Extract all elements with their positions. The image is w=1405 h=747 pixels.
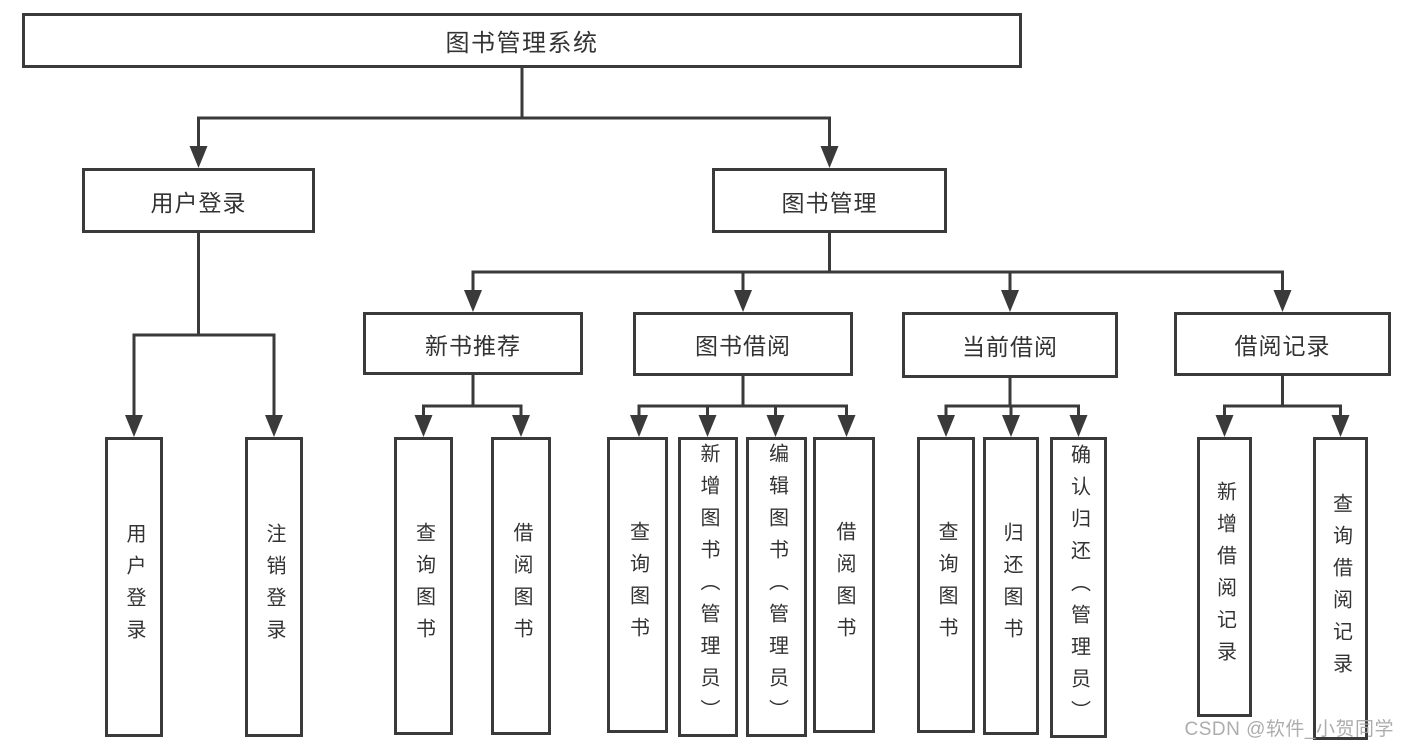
connector-root xyxy=(189,64,839,168)
arrow-borrow-edit xyxy=(766,415,785,437)
connector-book-management xyxy=(464,231,1292,312)
leaf-current-confirm-return-admin-label: 确认归还（管理员） xyxy=(1067,443,1090,732)
connector-borrowing-records xyxy=(1215,374,1350,437)
leaf-borrow-query-books: 查询图书 xyxy=(607,437,668,733)
leaf-newbook-query-books-label: 查询图书 xyxy=(412,522,435,650)
leaf-current-return-books: 归还图书 xyxy=(983,437,1039,735)
leaf-logout: 注销登录 xyxy=(245,437,303,737)
node-borrowing-records: 借阅记录 xyxy=(1174,312,1391,376)
arrow-borrow-borrow xyxy=(837,415,856,437)
arrow-to-borrowing-records xyxy=(1273,290,1292,312)
leaf-borrow-edit-books-admin: 编辑图书（管理员） xyxy=(746,437,807,737)
leaf-newbook-borrow-books: 借阅图书 xyxy=(491,437,551,735)
arrow-newbook-query xyxy=(414,415,433,437)
node-book-borrowing: 图书借阅 xyxy=(633,312,853,376)
leaf-records-query-record-label: 查询借阅记录 xyxy=(1329,492,1352,685)
arrow-to-user-login xyxy=(189,146,208,168)
leaf-borrow-edit-books-admin-label: 编辑图书（管理员） xyxy=(765,443,788,731)
arrow-to-leaf-logout xyxy=(265,415,283,437)
node-book-management-label: 图书管理 xyxy=(781,189,878,216)
connector-new-book xyxy=(414,373,530,437)
leaf-current-query-books: 查询图书 xyxy=(917,437,975,733)
node-new-book-recommendation-label: 新书推荐 xyxy=(425,332,521,359)
node-user-login: 用户登录 xyxy=(82,168,315,233)
leaf-newbook-borrow-books-label: 借阅图书 xyxy=(510,522,532,650)
leaf-records-query-record: 查询借阅记录 xyxy=(1313,437,1368,740)
arrow-current-return xyxy=(1002,415,1020,437)
arrow-to-book-borrowing xyxy=(734,290,752,312)
leaf-current-query-books-label: 查询图书 xyxy=(935,521,957,649)
arrow-current-confirm xyxy=(1069,415,1088,437)
node-user-login-label: 用户登录 xyxy=(150,189,247,216)
arrow-borrow-query xyxy=(630,415,648,437)
arrow-to-book-management xyxy=(820,146,839,168)
connector-current-borrowing xyxy=(937,376,1088,437)
leaf-records-add-record: 新增借阅记录 xyxy=(1197,437,1252,717)
csdn-watermark: CSDN @软件_小贺同学 xyxy=(1184,719,1394,740)
node-book-borrowing-label: 图书借阅 xyxy=(695,333,791,359)
arrow-to-current-borrowing xyxy=(1001,290,1019,312)
arrow-newbook-borrow xyxy=(512,415,530,437)
leaf-records-add-record-label: 新增借阅记录 xyxy=(1213,481,1236,673)
arrow-records-add xyxy=(1215,415,1234,437)
arrow-records-query xyxy=(1331,415,1350,437)
arrow-borrow-add xyxy=(698,415,717,437)
leaf-logout-label: 注销登录 xyxy=(263,523,285,651)
node-current-borrowing-label: 当前借阅 xyxy=(962,334,1058,360)
leaf-borrow-add-books-admin: 新增图书（管理员） xyxy=(678,437,738,737)
leaf-current-confirm-return-admin: 确认归还（管理员） xyxy=(1050,437,1107,738)
node-book-management: 图书管理 xyxy=(712,168,947,233)
arrow-current-query xyxy=(937,415,955,437)
leaf-borrow-borrow-books: 借阅图书 xyxy=(813,437,875,733)
arrow-to-new-book xyxy=(464,290,482,312)
leaf-borrow-query-books-label: 查询图书 xyxy=(626,521,649,649)
arrow-to-leaf-login xyxy=(125,415,143,437)
node-root-label: 图书管理系统 xyxy=(445,30,599,57)
connector-user-login xyxy=(125,231,283,437)
leaf-current-return-books-label: 归还图书 xyxy=(1000,522,1022,650)
leaf-borrow-borrow-books-label: 借阅图书 xyxy=(833,521,855,649)
node-borrowing-records-label: 借阅记录 xyxy=(1234,333,1331,359)
node-current-borrowing: 当前借阅 xyxy=(902,312,1118,378)
leaf-user-login: 用户登录 xyxy=(105,437,163,737)
connector-book-borrowing xyxy=(630,374,856,437)
node-root: 图书管理系统 xyxy=(22,13,1022,68)
leaf-newbook-query-books: 查询图书 xyxy=(394,437,453,735)
leaf-borrow-add-books-admin-label: 新增图书（管理员） xyxy=(697,443,719,731)
node-new-book-recommendation: 新书推荐 xyxy=(363,312,583,375)
leaf-user-login-label: 用户登录 xyxy=(123,523,145,651)
